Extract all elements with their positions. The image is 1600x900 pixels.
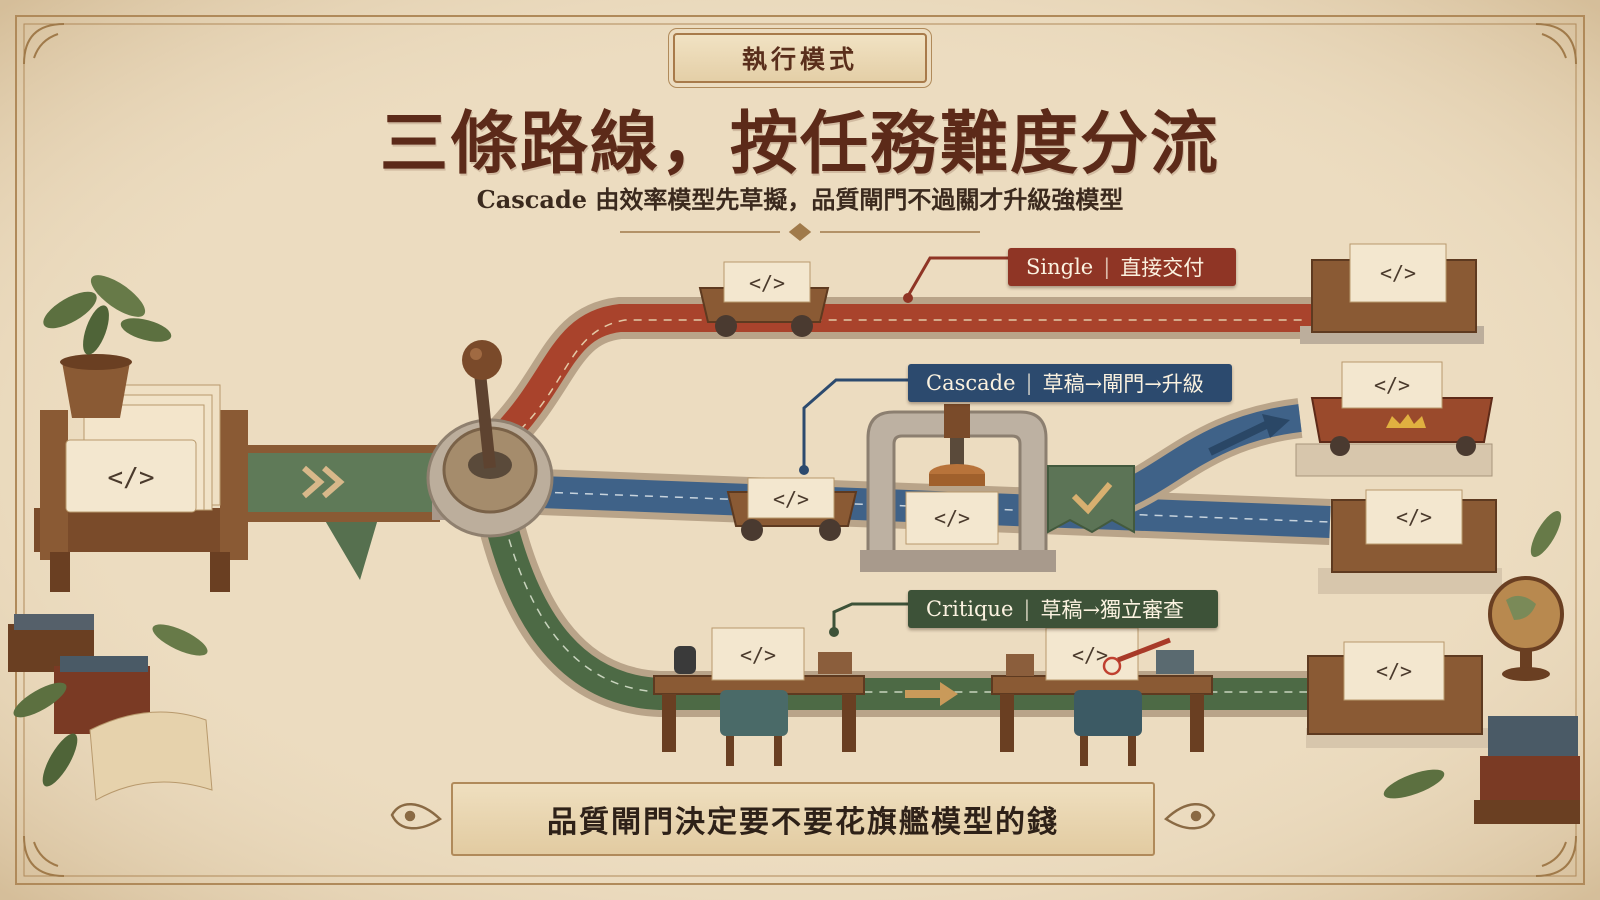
section-tag: 執行模式 — [673, 33, 927, 83]
corner-ornaments — [23, 23, 1577, 877]
footer-flourish-right — [1163, 802, 1216, 830]
route-name: Cascade — [926, 371, 1016, 395]
route-separator: | — [1023, 597, 1031, 621]
pass-flag — [1047, 465, 1135, 534]
footer-flourish-left — [390, 802, 443, 830]
upgrade-cart — [1295, 361, 1494, 477]
cart-cascade — [726, 477, 858, 541]
footer-banner: 品質閘門決定要不要花旗艦模型的錢 — [451, 782, 1155, 856]
upgrade-card-symbol: </> — [1374, 373, 1410, 397]
route-separator: | — [1025, 371, 1033, 395]
page-title: 三條路線，按任務難度分流 — [379, 104, 1220, 184]
cart-single — [698, 261, 830, 337]
draft-card-symbol: </> — [740, 643, 776, 667]
critique-pointer — [829, 602, 908, 637]
route-desc: 直接交付 — [1120, 256, 1205, 280]
single-pointer — [903, 256, 1008, 303]
review-card-symbol: </> — [1072, 643, 1108, 667]
gate-card-symbol: </> — [934, 506, 970, 530]
output-bottom-symbol: </> — [1376, 659, 1412, 683]
page-subtitle: Cascade 由效率模型先草擬，品質閘門不過關才升級強模型 — [476, 185, 1124, 214]
route-separator: | — [1103, 255, 1111, 279]
routing-switch — [426, 340, 554, 538]
output-top-symbol: </> — [1380, 261, 1416, 285]
route-label-cascade: Cascade | 草稿→閘門→升級 — [908, 364, 1232, 402]
route-desc: 草稿→獨立審查 — [1040, 598, 1185, 622]
route-name: Critique — [926, 597, 1014, 621]
output-crate-middle — [1318, 489, 1502, 594]
review-desk — [991, 627, 1213, 766]
title-divider — [620, 223, 980, 241]
output-crate-top — [1300, 243, 1484, 344]
input-crate — [34, 384, 248, 592]
potted-plant-icon — [43, 275, 172, 418]
route-name: Single — [1026, 255, 1094, 279]
books-right-icon — [1383, 511, 1580, 824]
input-card-symbol: </> — [108, 463, 155, 493]
books-left-icon — [8, 614, 213, 801]
route-label-single: Single | 直接交付 — [1008, 248, 1236, 286]
track-critique — [477, 497, 1353, 717]
draft-desk — [653, 627, 865, 766]
output-crate-bottom — [1306, 641, 1492, 748]
cart-cascade-symbol: </> — [773, 487, 809, 511]
globe-icon — [1488, 576, 1564, 681]
track-single — [479, 297, 1331, 461]
output-middle-symbol: </> — [1396, 505, 1432, 529]
cascade-pointer — [799, 378, 908, 475]
route-label-critique: Critique | 草稿→獨立審查 — [908, 590, 1218, 628]
cart-single-symbol: </> — [749, 271, 785, 295]
quality-gate — [860, 404, 1056, 572]
route-desc: 草稿→閘門→升級 — [1042, 372, 1204, 396]
